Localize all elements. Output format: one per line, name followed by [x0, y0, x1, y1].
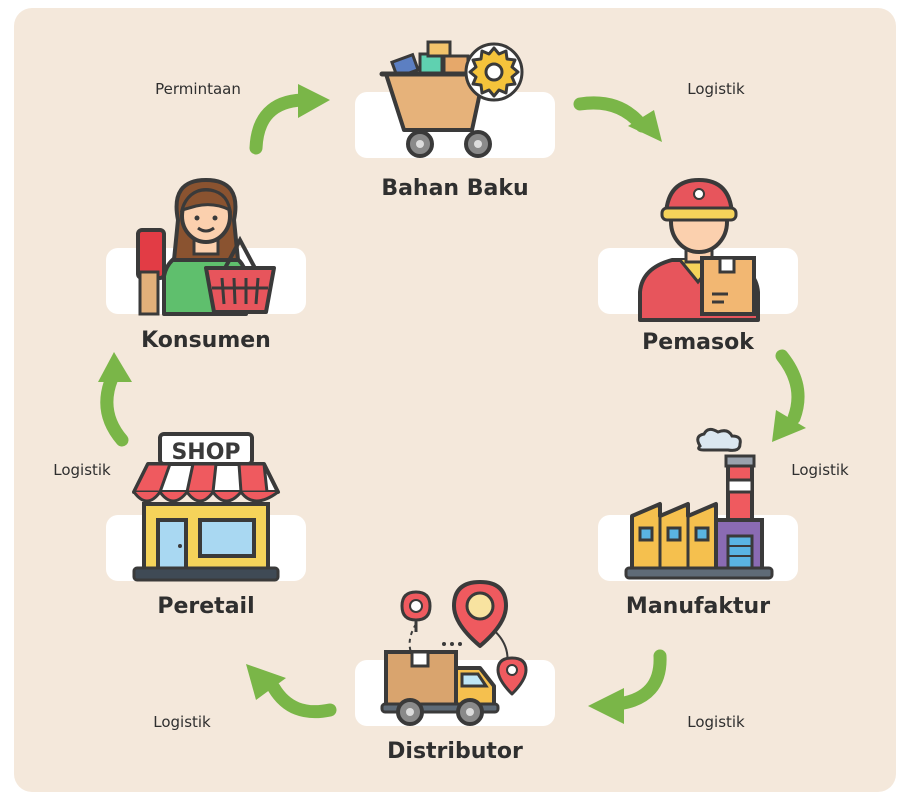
node-label-distributor: Distributor: [387, 739, 523, 764]
node-label-pemasok: Pemasok: [642, 330, 754, 355]
node-label-bahan-baku: Bahan Baku: [381, 176, 529, 201]
arrow-pemasok-to-manufaktur: [772, 349, 806, 442]
shop-icon: SHOP: [132, 432, 280, 582]
edge-label-logistik-peretail-konsumen: Logistik: [53, 461, 111, 479]
edge-label-permintaan: Permintaan: [155, 80, 241, 98]
shop-sign-text: SHOP: [171, 440, 240, 465]
arrow-peretail-to-konsumen: [98, 352, 132, 447]
node-label-konsumen: Konsumen: [141, 328, 271, 353]
arrow-distributor-to-peretail: [246, 664, 337, 719]
delivery-truck-icon: [380, 580, 528, 726]
factory-icon: [624, 427, 774, 580]
node-label-peretail: Peretail: [157, 594, 255, 619]
edge-label-logistik-bahan-pemasok: Logistik: [687, 80, 745, 98]
arrow-bahan-baku-to-pemasok: [573, 96, 662, 142]
delivery-worker-icon: [638, 178, 760, 322]
cart-gear-icon: [379, 40, 524, 158]
shopper-icon: [136, 178, 276, 316]
node-label-manufaktur: Manufaktur: [625, 594, 771, 619]
edge-label-logistik-distributor-peretail: Logistik: [153, 713, 211, 731]
arrow-manufaktur-to-distributor: [588, 649, 667, 724]
edge-label-logistik-pemasok-manufaktur: Logistik: [791, 461, 849, 479]
edge-label-logistik-manufaktur-distributor: Logistik: [687, 713, 745, 731]
arrow-konsumen-to-bahan-baku: [249, 84, 330, 155]
